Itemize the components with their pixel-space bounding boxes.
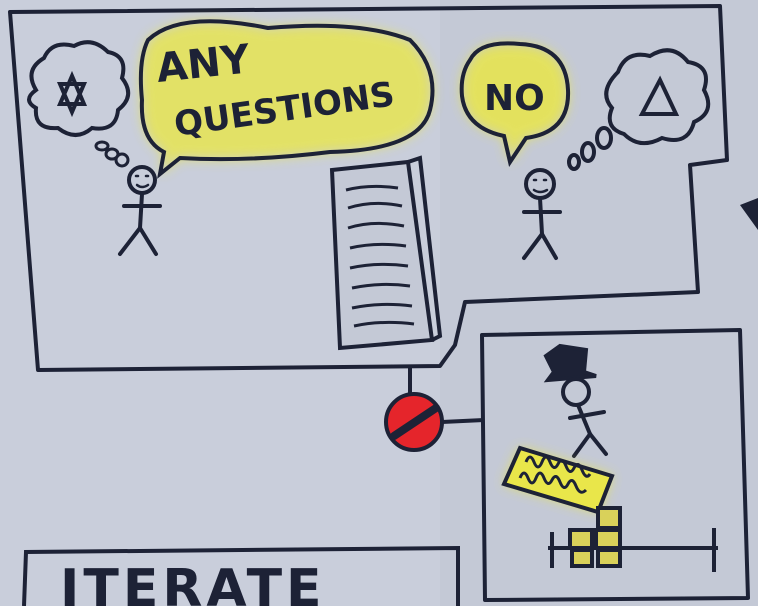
connector-line-horizontal [442,420,484,422]
no-label: NO [484,78,545,119]
iterate-label: ITERATE [60,559,326,606]
any-label: ANY [154,36,253,92]
stop-sign-icon [386,394,442,450]
